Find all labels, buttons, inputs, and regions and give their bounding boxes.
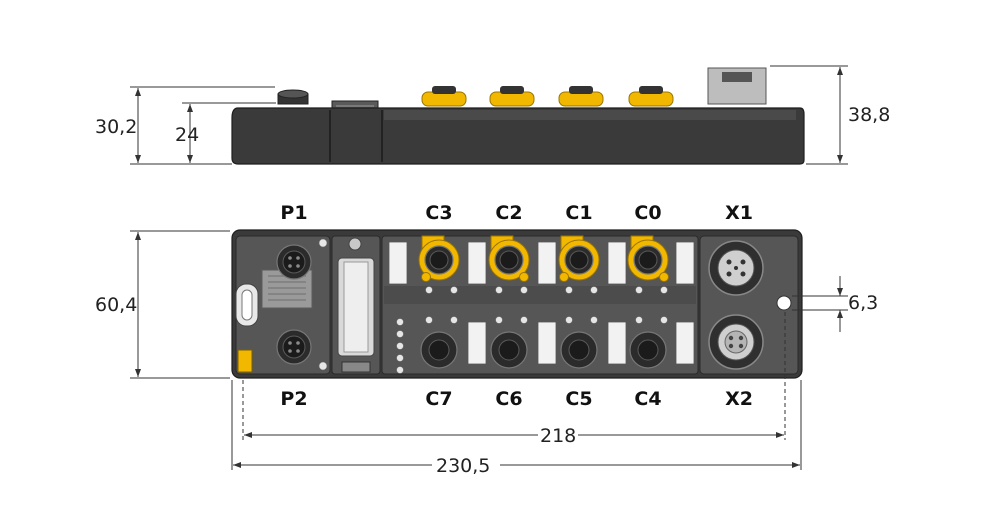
label-c6: C6 xyxy=(495,388,522,410)
side-dimensions xyxy=(130,65,848,165)
c6-connector xyxy=(490,331,528,369)
status-led xyxy=(318,361,328,371)
dim-height-connector: 38,8 xyxy=(848,104,890,126)
label-x2: X2 xyxy=(725,388,753,410)
side-housing xyxy=(231,107,805,165)
label-slots xyxy=(388,241,695,365)
dim-height-body: 24 xyxy=(175,124,199,146)
dim-height-total: 30,2 xyxy=(95,116,137,138)
top-view xyxy=(231,229,803,379)
c5-connector xyxy=(560,331,598,369)
p1-connector xyxy=(276,244,312,280)
c4-connector xyxy=(629,331,667,369)
c0-connector xyxy=(627,235,669,282)
label-c3: C3 xyxy=(425,202,452,224)
screw-icon xyxy=(348,237,362,251)
p2-connector xyxy=(276,329,312,365)
c1-connector xyxy=(558,235,600,282)
io-leds xyxy=(396,286,668,374)
c2-connector xyxy=(488,235,530,282)
side-x1-connector xyxy=(707,67,767,105)
label-c1: C1 xyxy=(565,202,592,224)
mounting-hole xyxy=(776,295,792,311)
side-p1-connector xyxy=(277,89,309,105)
status-led xyxy=(318,238,328,248)
label-x1: X1 xyxy=(725,202,753,224)
label-c5: C5 xyxy=(565,388,592,410)
label-p2: P2 xyxy=(280,388,307,410)
side-yellow-connectors xyxy=(421,86,674,107)
dim-hole-offset: 6,3 xyxy=(848,292,878,314)
x1-connector xyxy=(708,240,764,296)
dim-total-length: 230,5 xyxy=(436,455,490,477)
x2-connector xyxy=(708,314,764,370)
label-p1: P1 xyxy=(280,202,307,224)
c7-connector xyxy=(420,331,458,369)
label-c2: C2 xyxy=(495,202,522,224)
side-view: 30,2 24 38,8 xyxy=(95,65,890,165)
dim-hole-spacing: 218 xyxy=(540,425,576,447)
top-dimensions xyxy=(130,230,848,470)
label-c0: C0 xyxy=(634,202,661,224)
dim-height-top: 60,4 xyxy=(95,294,137,316)
label-c7: C7 xyxy=(425,388,452,410)
c3-connector xyxy=(418,235,460,282)
ground-terminal xyxy=(237,349,253,373)
connector-labels: P1 C3 C2 C1 C0 X1 P2 C7 C6 C5 C4 X2 xyxy=(280,202,753,410)
label-c4: C4 xyxy=(634,388,661,410)
